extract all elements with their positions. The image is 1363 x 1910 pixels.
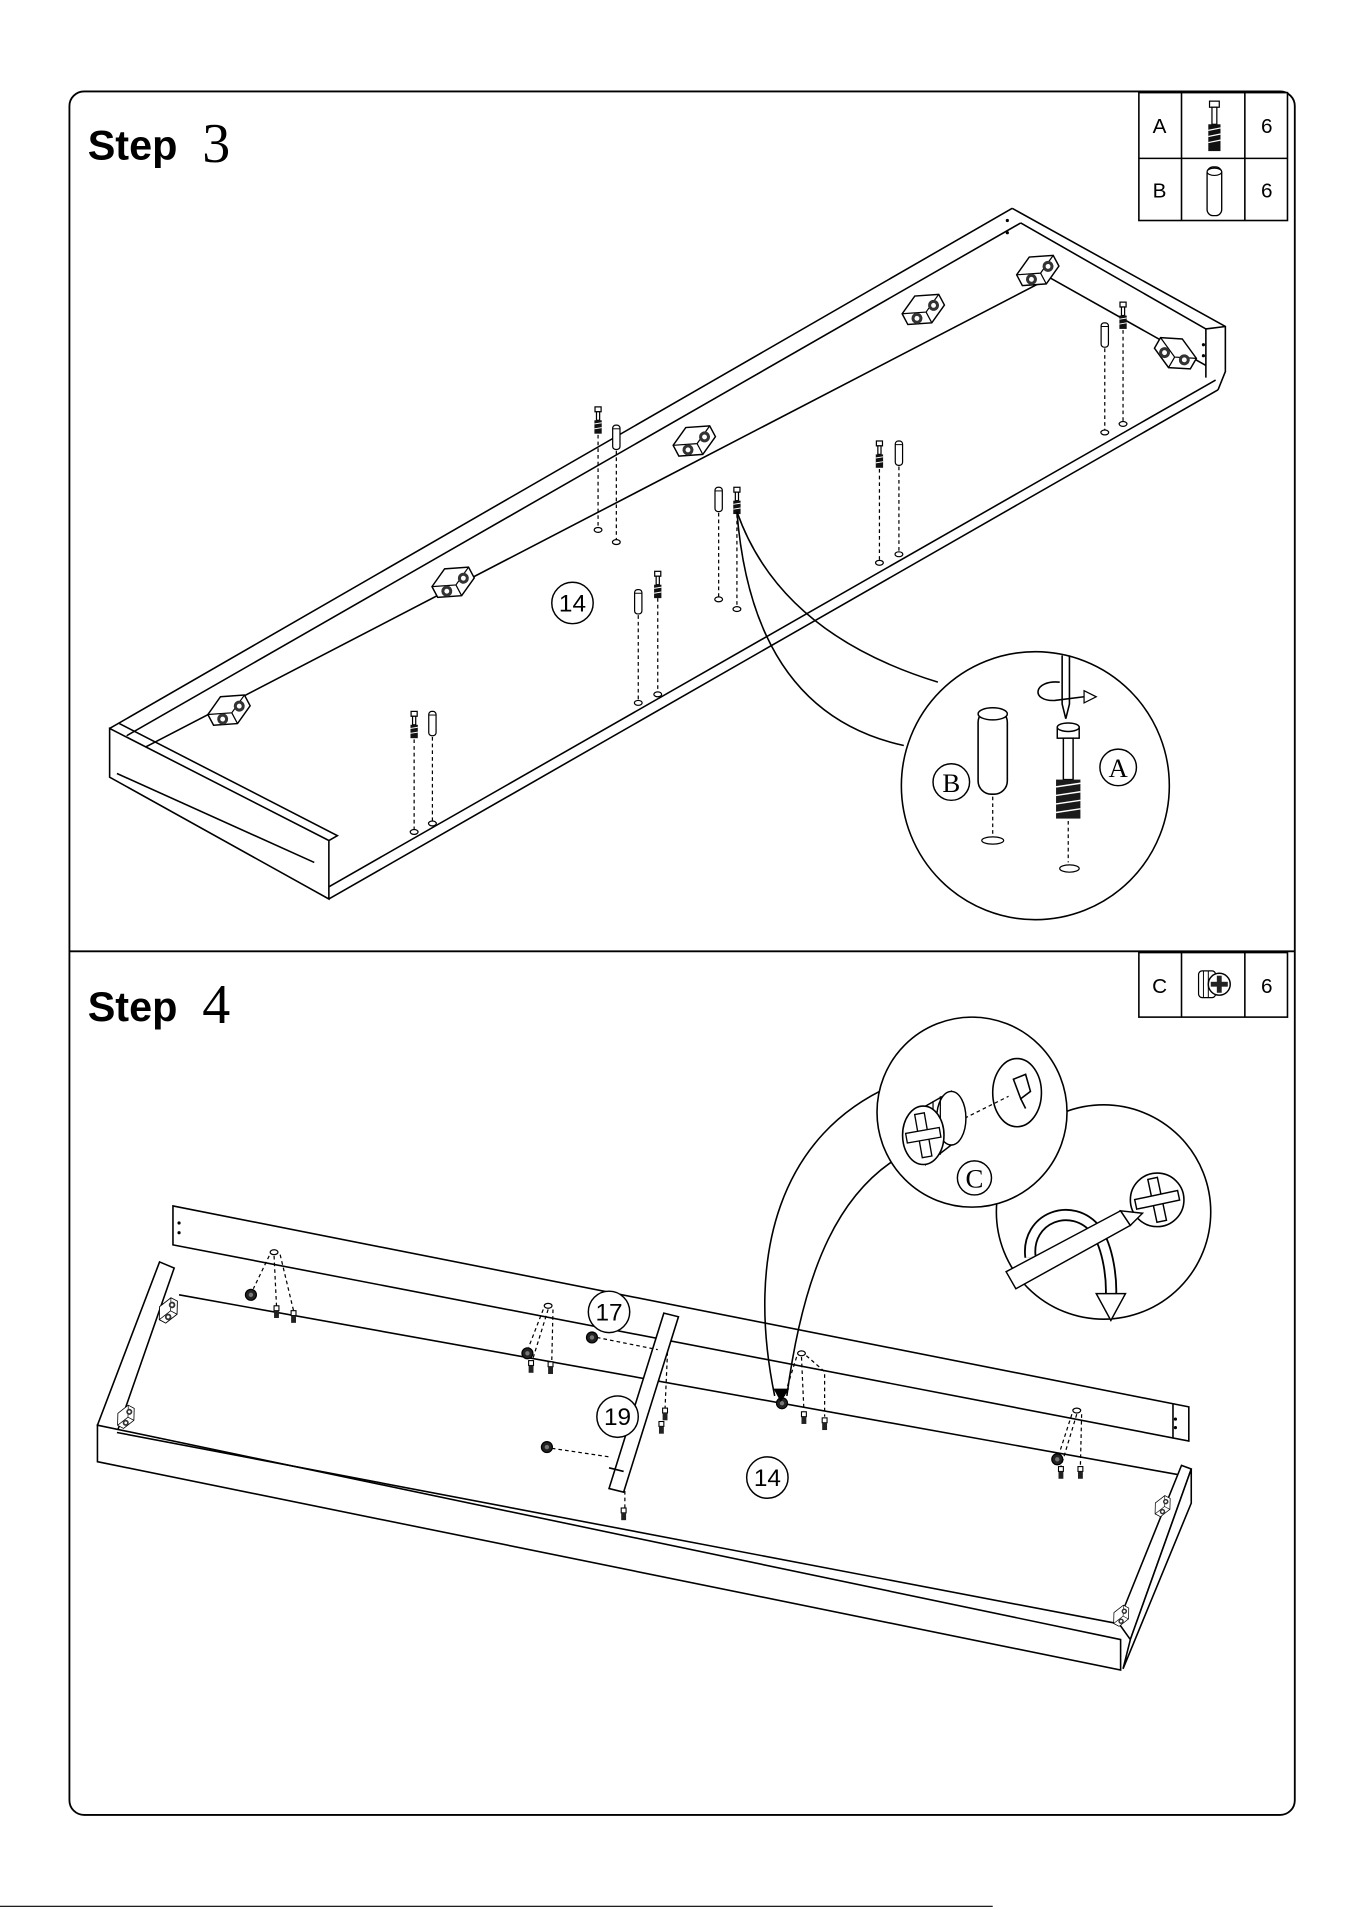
pin-icon [291, 1311, 296, 1323]
svg-text:14: 14 [754, 1465, 781, 1492]
pin-icon [529, 1361, 534, 1373]
pin-icon [659, 1422, 664, 1434]
wooden-dowel-icon [1207, 167, 1222, 216]
callout-divider-19: 19 [597, 1396, 638, 1437]
hole-mark [654, 692, 662, 697]
detail-circle-cam-lock: C [877, 1017, 1067, 1207]
step-4-parts-table: C 6 [1139, 953, 1288, 1018]
step-3-parts-table: A 6 B 6 [1139, 93, 1288, 221]
pin-icon [1058, 1467, 1063, 1479]
dowel-icon [715, 487, 722, 511]
dowel-icon [895, 441, 902, 465]
cam-lock-icon [1052, 1454, 1063, 1465]
dowel-icon [613, 425, 620, 449]
dowel-icon [1101, 323, 1108, 347]
hole-mark [544, 1303, 552, 1308]
part-a-qty: 6 [1261, 115, 1273, 138]
hole-mark [1101, 430, 1109, 435]
cam-bolt-icon [654, 571, 661, 598]
cam-lock-icon [245, 1289, 256, 1300]
callout-rail-17: 17 [588, 1291, 629, 1332]
cam-lock-icon [522, 1348, 533, 1359]
svg-text:14: 14 [559, 591, 586, 618]
step-3-number: 3 [202, 113, 230, 175]
hole-mark [1073, 1408, 1081, 1413]
cam-lock-icon [1199, 971, 1231, 998]
detail-circle-dowel-bolt: B A [901, 652, 1169, 920]
step-3-label: Step [88, 123, 178, 169]
part-b-qty: 6 [1261, 179, 1273, 202]
cam-lock-icon [586, 1332, 597, 1343]
hole-mark [1119, 421, 1127, 426]
pin-icon [1078, 1467, 1083, 1479]
hole-mark [429, 821, 437, 826]
dowel-icon [429, 711, 436, 735]
svg-text:19: 19 [604, 1404, 631, 1431]
cam-face-icon [1130, 1173, 1184, 1227]
step-4-number: 4 [202, 974, 230, 1036]
callout-cam-lock: C [966, 1164, 984, 1194]
pin-icon [274, 1306, 279, 1318]
hole-mark [612, 540, 620, 545]
hole-mark [798, 1351, 806, 1356]
hole-mark [733, 607, 741, 612]
pin-icon [663, 1408, 668, 1420]
dowel-icon [635, 590, 642, 614]
pin-icon [548, 1362, 553, 1374]
hole-mark [715, 597, 723, 602]
svg-text:17: 17 [595, 1299, 622, 1326]
pin-icon [822, 1418, 827, 1430]
hole-detail-icon [993, 1059, 1042, 1127]
part-c-letter: C [1152, 975, 1167, 998]
pin-icon [801, 1412, 806, 1424]
hole-mark [876, 560, 884, 565]
callout-panel-14: 14 [747, 1457, 788, 1498]
part-a-letter: A [1153, 115, 1167, 138]
part-c-qty: 6 [1261, 975, 1273, 998]
part-b-letter: B [1153, 179, 1167, 202]
hole-mark [895, 552, 903, 557]
cam-bolt-icon [594, 407, 601, 434]
cam-bolt-icon [733, 487, 740, 514]
callout-dowel: B [942, 768, 960, 798]
callout-panel-14: 14 [552, 582, 593, 623]
pin-icon [621, 1508, 626, 1520]
hole-mark [410, 830, 418, 835]
hole-mark [594, 527, 602, 532]
step-4-label: Step [88, 984, 178, 1030]
hole-mark [634, 700, 642, 705]
hole-mark [270, 1250, 278, 1255]
cam-lock-icon [541, 1442, 552, 1453]
callout-cam-bolt: A [1108, 753, 1128, 783]
cam-bolt-icon [410, 711, 417, 738]
